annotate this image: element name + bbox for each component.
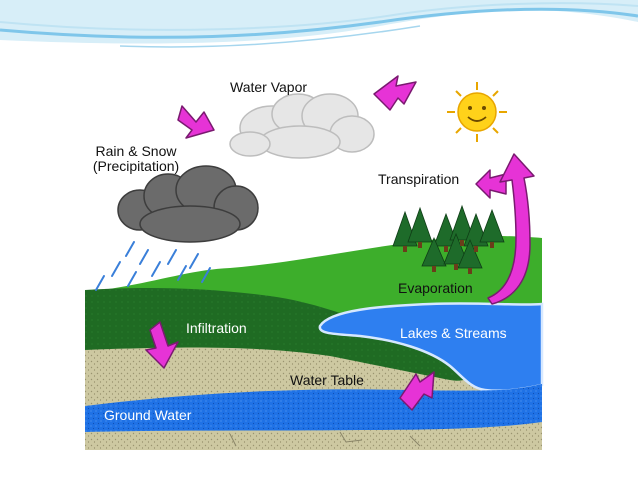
arrow-icon [145,75,535,411]
arrow-water-vapor [373,75,417,111]
arrow-evaporation [487,153,535,305]
sun-icon [447,82,507,142]
label-transpiration: Transpiration [378,171,460,187]
label-rain-snow: Rain & Snow [95,143,177,159]
label-water-vapor: Water Vapor [230,79,308,95]
label-lakes-streams: Lakes & Streams [400,325,507,341]
rain-icon [95,241,211,291]
cloud-icon [229,93,375,159]
tree-trunks [403,240,494,274]
storm-cloud-icon [117,165,259,243]
tree-icon [392,204,505,269]
label-evaporation: Evaporation [398,280,473,296]
rock-cracks [229,431,421,447]
header-wave [0,0,638,48]
arrow-transpiration [475,169,507,199]
label-water-table: Water Table [290,372,364,388]
arrow-rain [177,105,215,139]
dark-green-hill [85,288,475,381]
label-ground-water: Ground Water [104,407,192,423]
arrow-infiltration [145,321,179,369]
arrow-water-table [399,371,435,411]
label-precipitation: (Precipitation) [92,158,180,174]
label-infiltration: Infiltration [186,320,247,336]
